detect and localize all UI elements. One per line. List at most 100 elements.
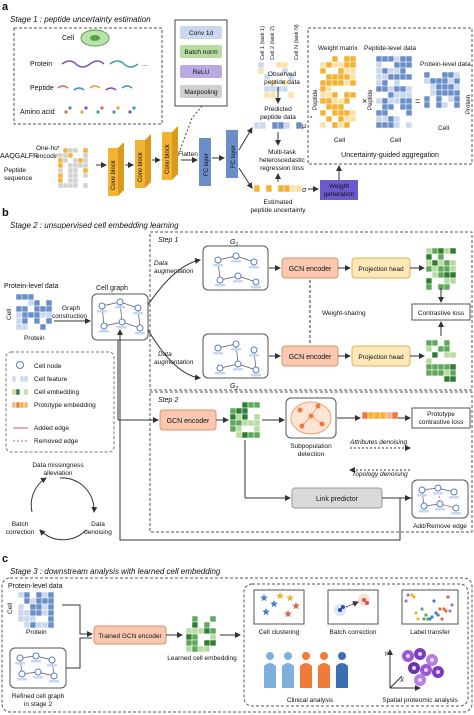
- matrix-cell: [429, 77, 437, 85]
- fc-layer-1-label: FC layer: [204, 153, 210, 176]
- prototype-loss-box: [411, 407, 471, 429]
- matrix-cell: [241, 425, 249, 433]
- point-mark: [404, 599, 408, 603]
- conv-block-1-label: Conv block: [111, 159, 117, 190]
- matrix-cell: [47, 609, 55, 617]
- feedback-path: [119, 330, 412, 541]
- matrix-cell: [67, 157, 74, 164]
- matrix-cell: [431, 277, 439, 285]
- graph-node: [214, 344, 222, 352]
- cell-graph: [97, 298, 145, 335]
- graph-node: [18, 670, 26, 678]
- matrix-cell: [62, 157, 69, 164]
- matrix-cell: [209, 645, 217, 653]
- spatial-cells-icon: [402, 648, 444, 686]
- node-feature: [433, 492, 443, 495]
- matrix-cell: [375, 61, 383, 69]
- star-mark: [286, 594, 294, 602]
- matrix-cell: [431, 253, 439, 261]
- matrix-cell: [259, 121, 267, 130]
- matrix-cell: [197, 639, 205, 647]
- legend-relu-label: ReLU: [193, 69, 210, 76]
- point-mark: [444, 609, 448, 613]
- matrix-cell: [247, 401, 255, 409]
- matrix-cell: [393, 103, 401, 111]
- embedding-matrix-top: [425, 247, 457, 291]
- peptide-level-label: Peptide-level data: [364, 45, 416, 52]
- matrix-cell: [431, 259, 439, 267]
- matrix-cell: [27, 299, 35, 307]
- protein-cell-axis-a: Cell: [438, 125, 450, 132]
- matrix-cell: [423, 95, 431, 103]
- matrix-cell: [437, 253, 445, 261]
- matrix-cell: [247, 425, 255, 433]
- predicted-mu-row: [253, 121, 303, 130]
- matrix-cell: [349, 121, 357, 129]
- matrix-cell: [343, 103, 351, 111]
- g1-label: G1: [230, 239, 238, 248]
- matrix-cell: [319, 103, 327, 111]
- legend-cell-embedding: Cell embedding: [34, 389, 80, 396]
- matrix-cell: [429, 89, 437, 97]
- refined-label-1: Refined cell graph: [12, 693, 65, 700]
- matrix-cell: [331, 67, 339, 75]
- legend-prototype-embedding: Prototype embedding: [34, 402, 96, 409]
- node-feature: [97, 310, 107, 313]
- point-mark: [412, 595, 416, 599]
- matrix-cell: [191, 645, 199, 653]
- matrix-cell: [431, 345, 439, 353]
- legend-cell-node-icon: [16, 361, 24, 369]
- link-predictor-label: Link predictor: [316, 496, 359, 503]
- matrix-cell: [447, 71, 455, 79]
- matrix-cell: [381, 103, 389, 111]
- node-feature: [215, 284, 225, 287]
- matrix-cell: [209, 615, 217, 623]
- matrix-cell: [449, 357, 457, 365]
- matrix-cell: [431, 265, 439, 273]
- protein-level-label-c: Protein-level data: [8, 583, 63, 590]
- matrix-cell: [399, 55, 407, 63]
- topology-denoising-label: Topology denoising: [352, 471, 408, 478]
- matrix-cell: [431, 283, 439, 291]
- node-feature: [449, 496, 459, 499]
- matrix-cell: [277, 184, 285, 193]
- matrix-cell: [337, 79, 345, 87]
- matrix-cell: [431, 375, 439, 383]
- matrix-cell: [23, 597, 31, 605]
- matrix-cell: [203, 615, 211, 623]
- matrix-cell: [375, 115, 383, 123]
- graph-node: [252, 366, 260, 374]
- matrix-cell: [253, 407, 261, 415]
- matrix-cell: [35, 597, 43, 605]
- legend-cell-embedding-icon: [11, 388, 29, 396]
- amino-acid-label: Amino acid: [20, 109, 55, 116]
- matrix-cell: [253, 425, 261, 433]
- matrix-cell: [19, 375, 25, 383]
- matrix-cell: [67, 177, 74, 184]
- graph-g2: [213, 340, 261, 377]
- matrix-cell: [331, 91, 339, 99]
- node-feature: [213, 352, 223, 355]
- matrix-cell: [423, 101, 431, 109]
- matrix-cell: [62, 152, 69, 159]
- matrix-cell: [72, 167, 79, 174]
- matrix-cell: [437, 345, 445, 353]
- matrix-cell: [443, 253, 451, 261]
- matrix-cell: [381, 79, 389, 87]
- axis-x-label: X: [399, 678, 405, 684]
- matrix-cell: [72, 162, 79, 169]
- node-feature: [99, 330, 109, 333]
- matrix-cell: [441, 77, 449, 85]
- matrix-cell: [229, 401, 237, 409]
- person-body: [318, 663, 330, 688]
- matrix-cell: [337, 73, 345, 81]
- matrix-cell: [319, 97, 327, 105]
- matrix-cell: [381, 73, 389, 81]
- matrix-cell: [443, 363, 451, 371]
- protein-axis-c: Protein: [26, 629, 47, 636]
- matrix-cell: [429, 101, 437, 109]
- matrix-cell: [271, 184, 279, 193]
- graph-node: [299, 423, 305, 429]
- matrix-cell: [72, 177, 79, 184]
- matrix-cell: [77, 172, 84, 179]
